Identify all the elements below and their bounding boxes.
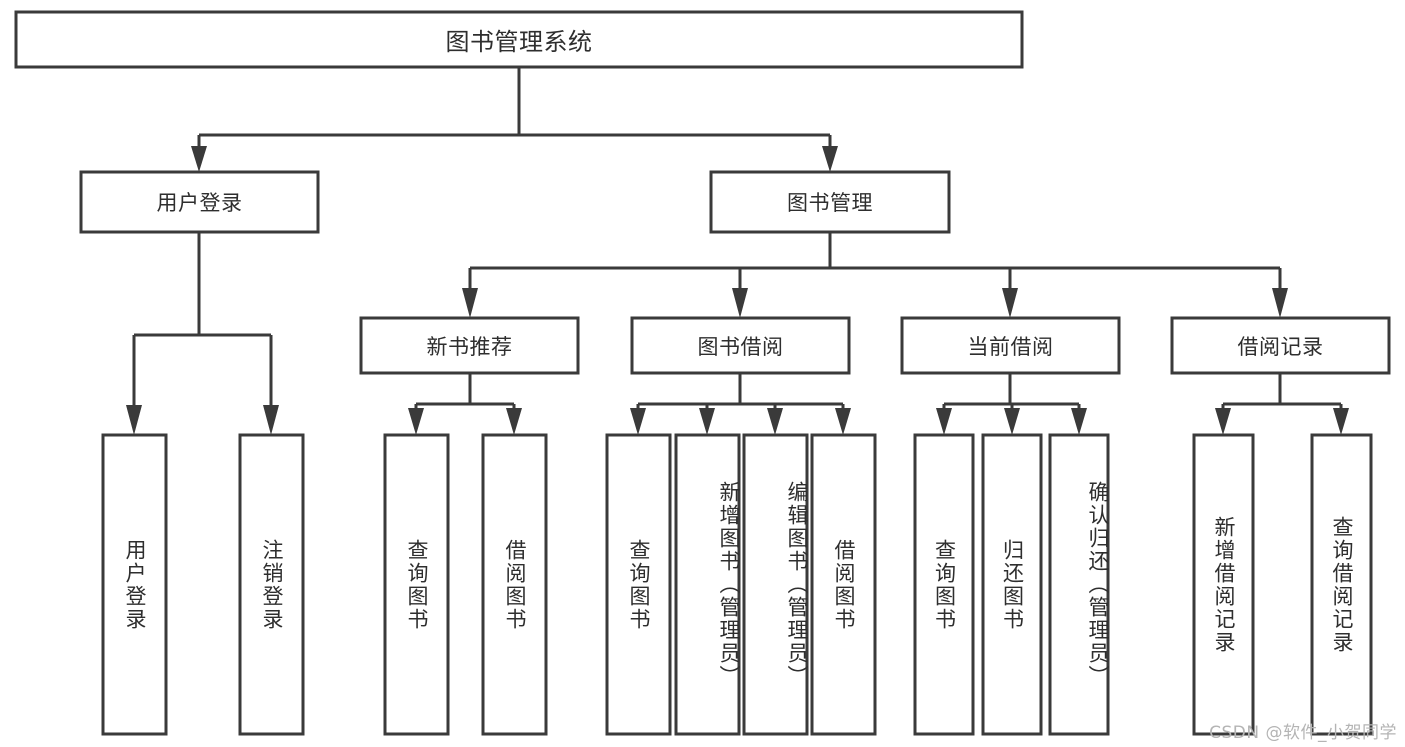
leaf-box-current-return[interactable] <box>981 433 1043 736</box>
arrow-head-book-management <box>822 146 838 172</box>
node-box-current-borrow[interactable] <box>900 316 1121 375</box>
leaf-box-user-login-login[interactable] <box>101 433 168 736</box>
arrow-head-recommend-leaf-1 <box>408 408 424 435</box>
arrow-head-current-borrow <box>1002 288 1018 318</box>
arrow-head-recommend-leaf-2 <box>506 408 522 435</box>
arrow-head-borrow-record <box>1272 288 1288 318</box>
leaf-box-borrow-edit[interactable] <box>742 433 809 736</box>
arrow-head-user-login-leaf-2 <box>263 405 279 435</box>
leaf-box-recommend-query[interactable] <box>383 433 450 736</box>
leaf-box-borrow-add[interactable] <box>674 433 741 736</box>
node-box-book-management[interactable] <box>709 170 951 234</box>
leaf-box-recommend-borrow[interactable] <box>481 433 548 736</box>
leaf-box-current-query[interactable] <box>913 433 975 736</box>
node-box-new-book-recommend[interactable] <box>359 316 580 375</box>
arrow-head-new-book-recommend <box>462 288 478 318</box>
arrow-head-currentborrow-leaf-3 <box>1071 408 1087 435</box>
arrow-head-user-login <box>191 146 207 172</box>
node-box-user-login[interactable] <box>79 170 320 234</box>
arrow-head-borrowrecord-leaf-2 <box>1333 408 1349 435</box>
arrow-head-bookborrow-leaf-1 <box>630 408 646 435</box>
arrow-head-bookborrow-leaf-2 <box>699 408 715 435</box>
arrow-head-currentborrow-leaf-2 <box>1004 408 1020 435</box>
leaf-box-record-query[interactable] <box>1310 433 1373 736</box>
arrow-head-user-login-leaf-1 <box>126 405 142 435</box>
leaf-box-borrow-query[interactable] <box>605 433 672 736</box>
leaf-box-user-login-logout[interactable] <box>238 433 305 736</box>
node-box-root[interactable] <box>14 10 1024 69</box>
leaf-box-record-add[interactable] <box>1192 433 1255 736</box>
arrow-head-bookborrow-leaf-3 <box>767 408 783 435</box>
arrow-head-bookborrow-leaf-4 <box>835 408 851 435</box>
arrow-head-book-borrow <box>732 288 748 318</box>
arrow-head-currentborrow-leaf-1 <box>936 408 952 435</box>
leaf-box-borrow-lend[interactable] <box>810 433 877 736</box>
arrow-head-borrowrecord-leaf-1 <box>1215 408 1231 435</box>
watermark-text: CSDN @软件_小贺同学 <box>1209 723 1397 743</box>
node-box-book-borrow[interactable] <box>630 316 851 375</box>
node-box-borrow-record[interactable] <box>1170 316 1391 375</box>
leaf-box-current-confirm[interactable] <box>1048 433 1110 736</box>
